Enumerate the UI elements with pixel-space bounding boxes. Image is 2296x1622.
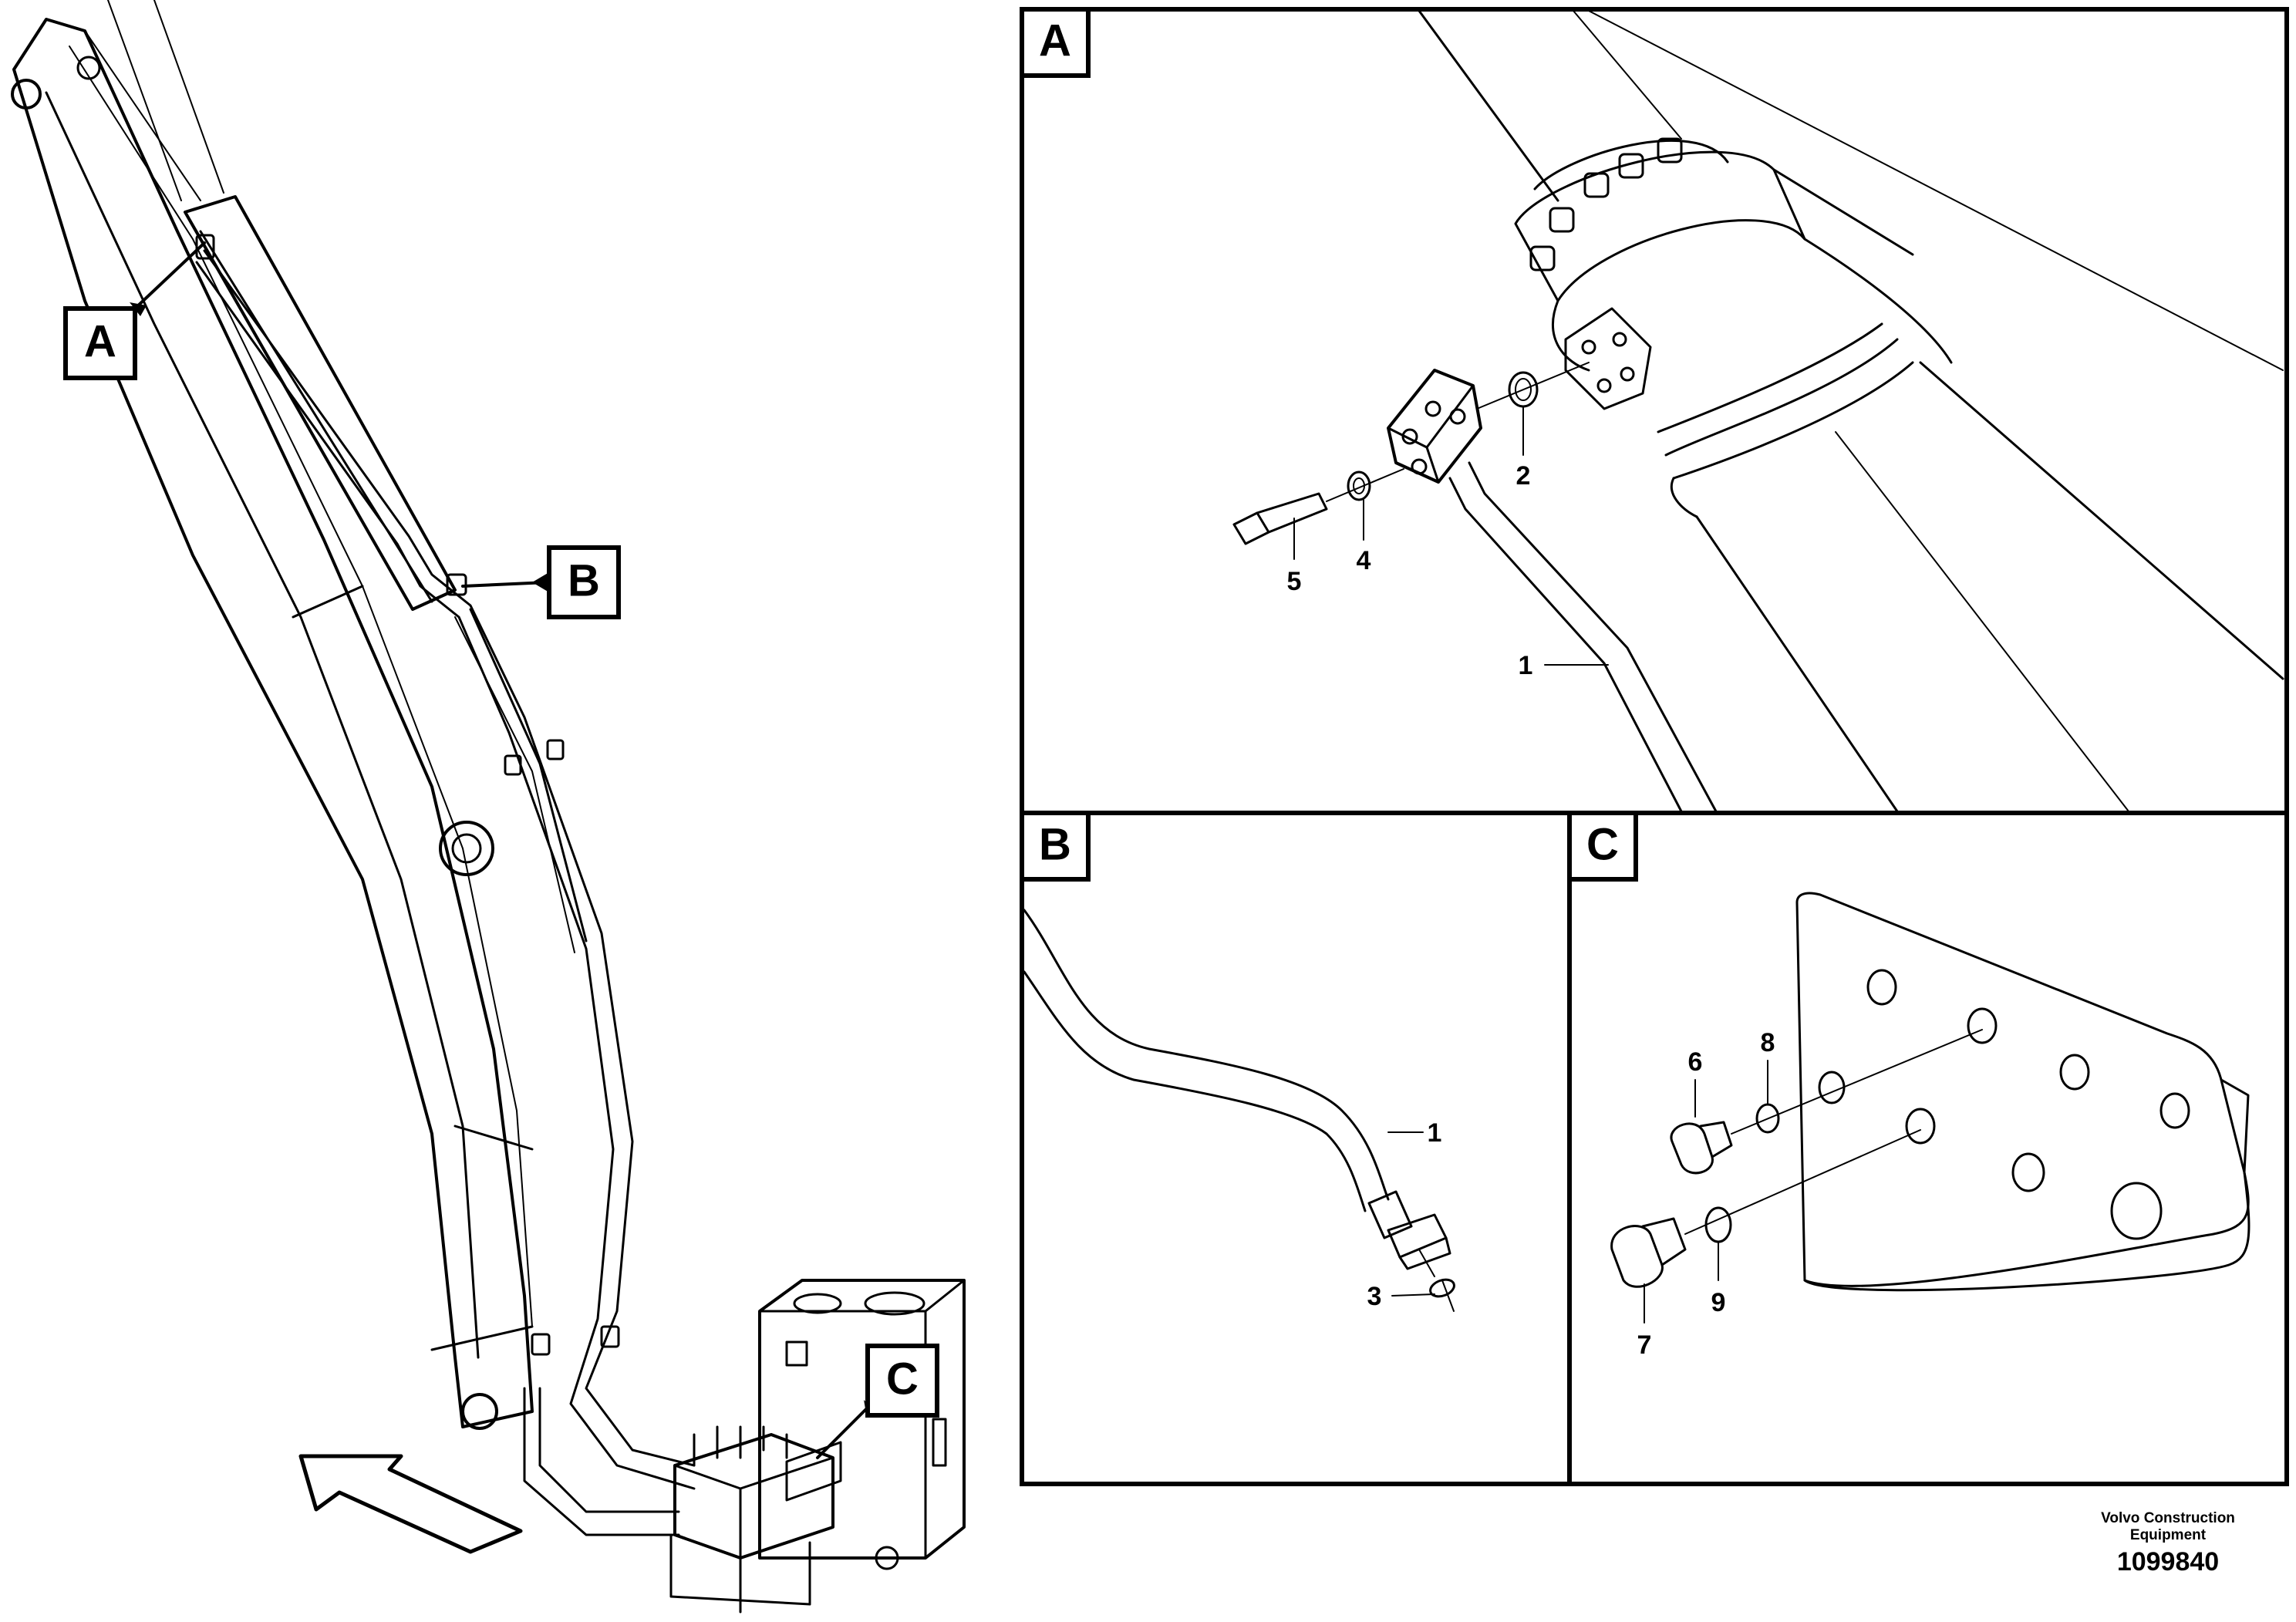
detail-panel-a: A	[1020, 7, 2289, 815]
panel-b-label: B	[1039, 819, 1071, 869]
part-3-label: 3	[1367, 1282, 1382, 1311]
part-5-label: 5	[1287, 567, 1302, 596]
callout-c[interactable]: C	[816, 1344, 939, 1459]
panel-c-label: C	[1586, 819, 1619, 869]
part-2-label: 2	[1516, 461, 1531, 491]
drawing-number: 1099840	[2116, 1547, 2220, 1576]
company-line-1: Volvo Construction	[2101, 1510, 2235, 1526]
part-7-label: 7	[1637, 1330, 1652, 1360]
direction-arrow-icon	[298, 1454, 523, 1554]
callout-b[interactable]: B	[461, 545, 621, 619]
part-1-label-b: 1	[1428, 1118, 1442, 1148]
callout-b-label: B	[568, 555, 600, 605]
callout-c-label: C	[886, 1354, 919, 1404]
detail-panel-c: C 6 8 7 9	[1567, 811, 2289, 1486]
part-9-label: 9	[1711, 1288, 1726, 1317]
part-4-label: 4	[1357, 546, 1371, 575]
footer-company: Volvo Construction Equipment	[2075, 1510, 2261, 1544]
boom-overview	[11, 0, 696, 1536]
part-6-label: 6	[1688, 1047, 1703, 1077]
company-line-2: Equipment	[2129, 1527, 2207, 1543]
part-8-label: 8	[1761, 1028, 1775, 1057]
detail-panel-b: B 3 1	[1020, 811, 1572, 1486]
part-1-label-a: 1	[1519, 651, 1533, 680]
panel-a-label: A	[1039, 15, 1071, 66]
callout-a[interactable]: A	[63, 241, 206, 380]
callout-a-label: A	[84, 316, 116, 366]
hydraulic-tank-and-valve	[669, 1279, 966, 1614]
